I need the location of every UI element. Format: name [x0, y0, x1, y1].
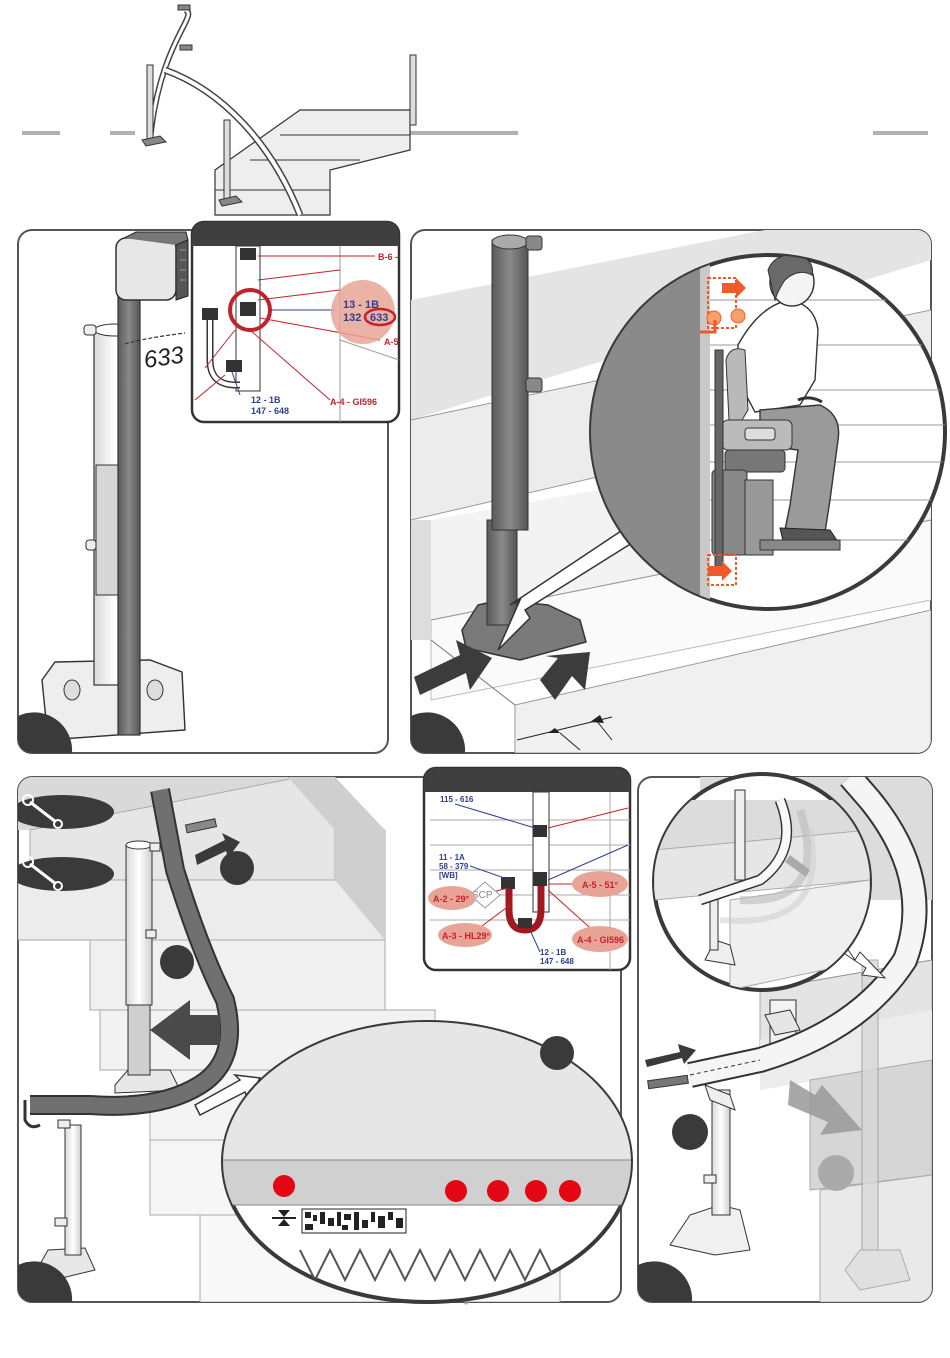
label-a4-gi596-2: A-4 - GI596	[577, 935, 624, 945]
panel-post-position	[411, 230, 945, 753]
panel-bend-joining	[638, 774, 932, 1302]
marking-dot-2	[445, 1180, 467, 1202]
label-115-616: 115 - 616	[440, 795, 474, 804]
bend-label-detail-box: SCP 115 - 616 11 - 1A 58 - 379 [WB] A-2 …	[424, 768, 630, 970]
step-badge-d	[672, 1114, 708, 1150]
panel-rail-number: 633 B-6 -	[18, 222, 399, 753]
rail-label-detail-box: B-6 - 13 - 1B 132 633 A-5 12 - 1B 147 - …	[192, 222, 399, 422]
step-badge-c	[540, 1036, 574, 1070]
overview-staircase-illustration	[142, 5, 416, 215]
header-overview	[22, 5, 928, 215]
zoom-bend-rotation	[654, 774, 870, 990]
label-wb: [WB]	[439, 871, 458, 880]
label-13-1b: 13 - 1B	[343, 299, 379, 311]
label-633: 633	[370, 312, 388, 324]
step-badge-b	[160, 945, 194, 979]
wrench-icon-2	[10, 857, 114, 891]
page-dot	[465, 1302, 468, 1305]
label-147-648-2: 147 - 648	[540, 957, 574, 966]
wrench-icon	[10, 795, 114, 829]
label-12-1b: 12 - 1B	[251, 395, 281, 405]
label-58-379: 58 - 379	[439, 862, 469, 871]
step-badge-a	[220, 851, 254, 885]
marking-dot-5	[559, 1180, 581, 1202]
rail-number-label: 633	[142, 342, 186, 374]
label-132: 132	[343, 312, 361, 324]
label-a5-cut: A-5	[384, 337, 399, 347]
label-a3-hl29: A-3 - HL29°	[442, 931, 491, 941]
label-a5-51: A-5 - 51°	[582, 880, 619, 890]
panel-bend-mounting: SCP 115 - 616 11 - 1A 58 - 379 [WB] A-2 …	[10, 768, 640, 1302]
label-147-648: 147 - 648	[251, 406, 289, 416]
label-12-1b-2: 12 - 1B	[540, 948, 566, 957]
rail-profile	[118, 255, 140, 735]
marking-dot-3	[487, 1180, 509, 1202]
step-badge-e-faded	[818, 1155, 854, 1191]
motor-housing	[116, 232, 188, 300]
label-b6: B-6 -	[378, 252, 398, 262]
marking-dot-1	[273, 1175, 295, 1197]
label-a4-gi596: A-4 - GI596	[330, 397, 377, 407]
marking-dot-4	[525, 1180, 547, 1202]
label-a2-29: A-2 - 29°	[433, 894, 470, 904]
label-11-1a: 11 - 1A	[439, 853, 465, 862]
barcode-datamatrix	[302, 1209, 406, 1233]
